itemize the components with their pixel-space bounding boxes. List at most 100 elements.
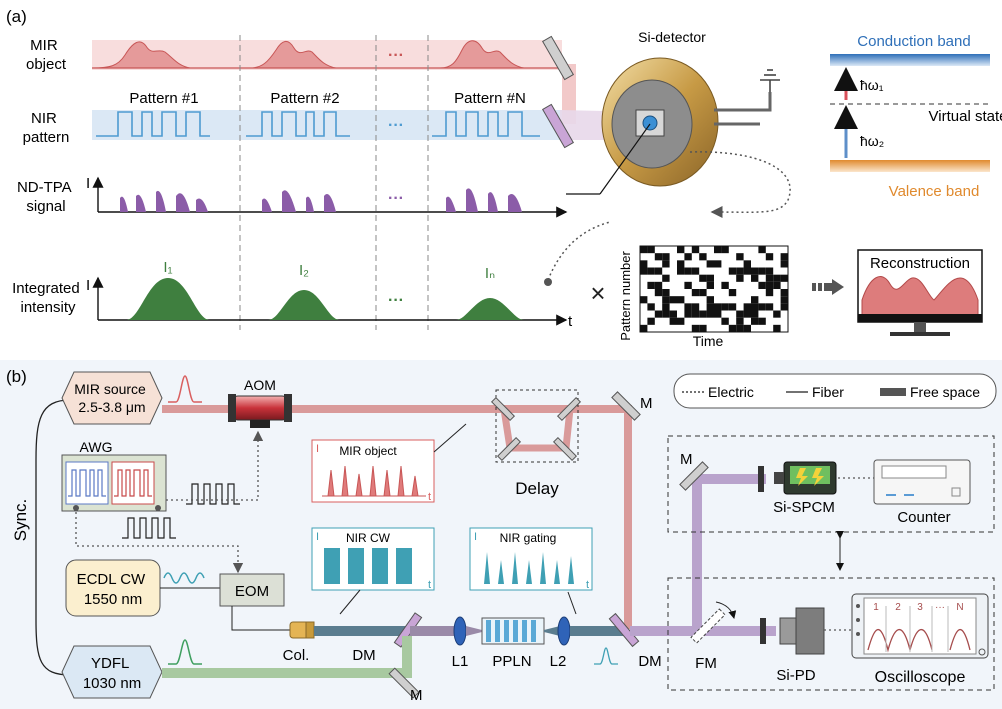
matrix-cell: [721, 281, 729, 289]
inset-nir-gating-peaks: [478, 552, 584, 584]
row-label-integrated: Integrated intensity: [12, 280, 84, 316]
panel-b-label: (b): [6, 367, 27, 386]
matrix-cell: [691, 324, 700, 332]
matrix-cell: [728, 289, 737, 297]
matrix-cell: [640, 260, 648, 268]
tpa-axis-I: I: [86, 175, 90, 192]
inset-nir-gating-t: t: [586, 579, 589, 591]
mir-source-label: MIR source 2.5-3.8 μm: [74, 381, 149, 415]
matrix-cell: [654, 289, 663, 297]
inset-nir-cw-t: t: [428, 579, 431, 591]
inset-mir-peaks: [322, 465, 426, 497]
combined-beam-1: [410, 626, 454, 636]
ppln-crystal: [481, 617, 545, 645]
matrix-cell: [765, 253, 774, 261]
matrix-cell: [640, 324, 648, 332]
ellipsis-nir: ···: [388, 117, 404, 134]
panel-a-label: (a): [6, 7, 27, 26]
ydfl-pulse: [168, 639, 202, 665]
matrix-cell: [736, 267, 744, 275]
mirror-m-bottom: [388, 667, 420, 699]
row-label-nir-line1: NIR: [31, 110, 57, 127]
matrix-cell: [691, 246, 700, 254]
matrix-cell: [706, 296, 714, 304]
ydfl-line1: YDFL: [91, 655, 129, 672]
matrix-cell: [743, 260, 751, 268]
pattern-label-2: Pattern #2: [270, 90, 339, 107]
matrix-cell: [743, 303, 751, 311]
detector-pointer: [599, 123, 651, 195]
filter-spcm: [758, 466, 764, 492]
ecdl-line1: ECDL CW: [77, 571, 146, 588]
matrix-cell: [669, 296, 677, 304]
matrix-cell: [765, 267, 774, 275]
dm-2-label: DM: [638, 653, 661, 670]
int-axis-t: t: [568, 313, 573, 330]
focus-beam-2: [544, 626, 560, 636]
awg-knob-1: [73, 505, 79, 511]
matrix-cell: [677, 296, 685, 304]
matrix-cell: [765, 274, 774, 282]
mir-beam-main: [162, 405, 632, 413]
delay-mirror-2: [556, 396, 582, 422]
matrix-cell: [780, 289, 788, 297]
green-beam-v: [402, 636, 412, 678]
matrix-cell: [647, 303, 655, 311]
intensity-label-n: Iₙ: [485, 265, 495, 282]
collimator-icon: [289, 621, 315, 639]
mirror-m-top: [611, 391, 641, 421]
matrix-cell: [780, 260, 788, 268]
ellipsis-mir: ···: [388, 47, 404, 64]
matrix-cell: [691, 289, 700, 297]
intensity-label-2: I₂: [299, 262, 309, 279]
matrix-cell: [691, 310, 700, 318]
aom-label: AOM: [244, 377, 276, 393]
l1-label: L1: [452, 653, 469, 670]
ecdl-line2: 1550 nm: [84, 591, 142, 608]
matrix-cell: [706, 260, 714, 268]
ydfl-line2: 1030 nm: [83, 675, 141, 692]
sync-cable: [35, 399, 71, 676]
awg-wave-blue: [68, 469, 106, 497]
matrix-cell: [751, 267, 759, 275]
virtual-state-label: Virtual state: [929, 108, 1002, 125]
matrix-cell: [677, 246, 685, 254]
matrix-cell: [736, 274, 744, 282]
matrix-cell: [758, 317, 766, 325]
int-peak-2: [268, 290, 340, 320]
matrix-cell: [714, 260, 722, 268]
nir-band: [92, 110, 562, 140]
row-label-nir-line2: pattern: [23, 129, 70, 146]
multiply-sign: ×: [590, 278, 605, 308]
matrix-cell: [765, 289, 774, 297]
matrix-cell: [751, 296, 759, 304]
matrix-cell: [654, 281, 663, 289]
sync-label: Sync.: [11, 499, 30, 542]
nir-gating-pulse: [594, 647, 618, 665]
delay-mirror-4: [552, 436, 578, 462]
matrix-cell: [684, 253, 692, 261]
osc-label-1: 1: [873, 602, 879, 613]
matrix-cell: [640, 246, 648, 254]
matrix-cell: [773, 281, 781, 289]
valence-band: [830, 160, 990, 172]
awg-screen-1: [65, 461, 109, 505]
awg-to-eom-cable: [75, 512, 244, 574]
matrix-cell: [751, 303, 759, 311]
eom-box: [219, 573, 285, 607]
matrix-cell: [662, 260, 670, 268]
aom-device: [228, 394, 292, 428]
inset-nir-gating-pointer: [567, 591, 577, 615]
awg-label: AWG: [80, 439, 113, 455]
signal-dot: [544, 278, 552, 286]
inset-nir-cw-pointer: [339, 589, 361, 615]
legend-electric-label: Electric: [708, 384, 754, 400]
violet-beam-v: [692, 474, 702, 626]
osc-label-n: N: [956, 602, 963, 613]
conduction-band-label: Conduction band: [857, 33, 970, 50]
matrix-cell: [736, 310, 744, 318]
row-label-mir-line2: object: [26, 56, 67, 73]
si-spcm-device: [774, 461, 837, 495]
si-detector-label: Si-detector: [638, 29, 706, 45]
